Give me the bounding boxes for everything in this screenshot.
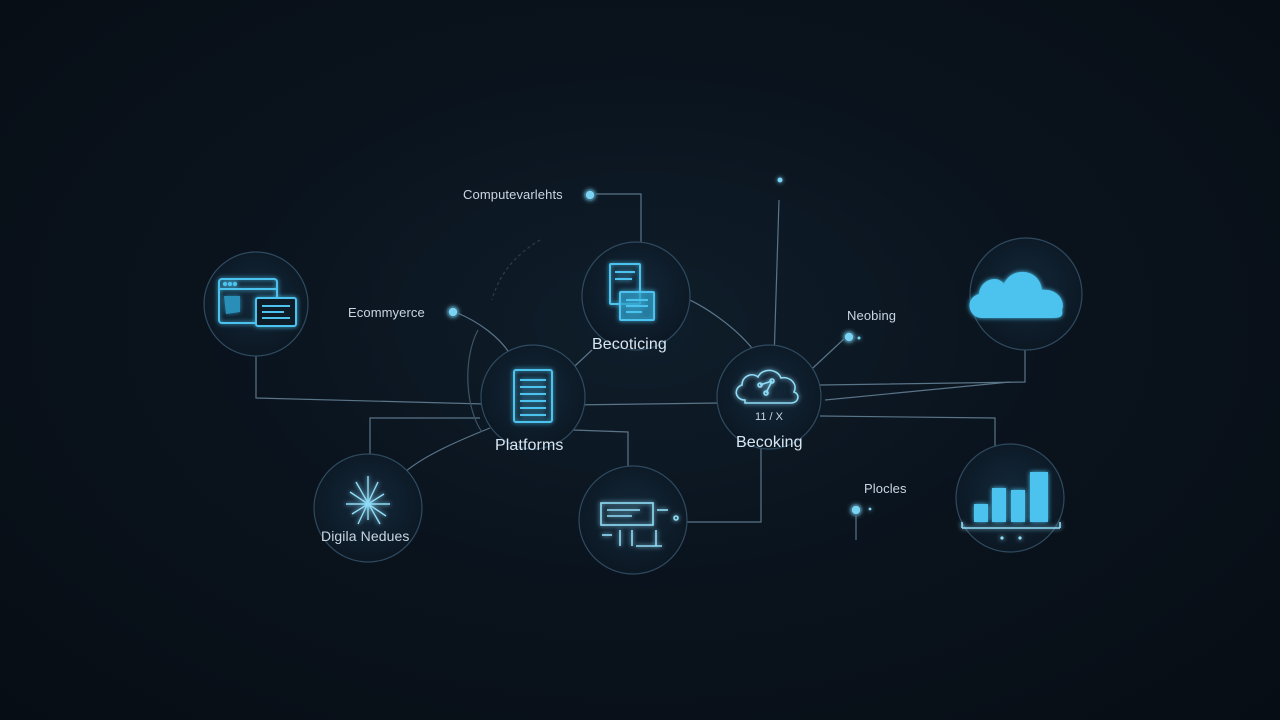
label-documents: Becoticing [592, 336, 667, 353]
connector-ecommerce-platforms [454, 311, 511, 355]
cloud-network-sublabel: 11 / X [755, 411, 784, 423]
connector-terminal-cloudnet [680, 440, 762, 523]
connector-vertical-cloudnet [773, 199, 780, 361]
cloud-network-icon [735, 369, 799, 404]
node-chart[interactable] [955, 443, 1065, 553]
browser-window-icon [218, 278, 297, 327]
label-cloud-network: Becoking [736, 434, 803, 451]
connector-lines [255, 193, 1026, 540]
connector-compute-documents [596, 193, 642, 248]
node-platforms[interactable] [480, 344, 586, 450]
server-rack-icon [513, 369, 553, 423]
connector-cloud-cloudnet [819, 344, 1026, 386]
connector-cloudnet-chart [819, 415, 996, 462]
connector-platforms-digital [404, 427, 491, 473]
node-cloud-network[interactable] [716, 344, 822, 450]
dot-compute [584, 189, 596, 201]
dot-places-small [868, 507, 872, 511]
connector-faint-arc [491, 239, 541, 301]
bar-chart-icon [961, 472, 1061, 540]
endpoint-dots [447, 177, 872, 516]
dot-neobing [843, 331, 855, 343]
connector-browser-platforms [255, 352, 486, 405]
callout-places: Plocles [864, 481, 907, 496]
connector-platforms-terminal [572, 429, 629, 470]
terminal-icon [600, 502, 679, 547]
cloud-icon [969, 271, 1063, 318]
connector-partial-arc [467, 329, 483, 433]
connector-cloudnet-right [824, 381, 1011, 401]
node-circles [203, 237, 1083, 575]
node-terminal[interactable] [578, 465, 688, 575]
dot-neobing-small [857, 336, 861, 340]
label-digital-nodes: Digila Nedues [321, 528, 410, 544]
connector-platforms-cloudnet [567, 402, 721, 406]
dot-ecommerce [447, 306, 459, 318]
callout-compute: Computevarlehts [463, 187, 563, 202]
label-platforms: Platforms [495, 437, 564, 454]
connector-digital-up [369, 417, 480, 468]
starburst-icon [346, 476, 390, 525]
dot-top [777, 177, 783, 183]
document-stack-icon [609, 263, 655, 321]
callout-ecommerce: Ecommyerce [348, 305, 425, 320]
callout-neobing: Neobing [847, 308, 897, 323]
dot-places [850, 504, 862, 516]
